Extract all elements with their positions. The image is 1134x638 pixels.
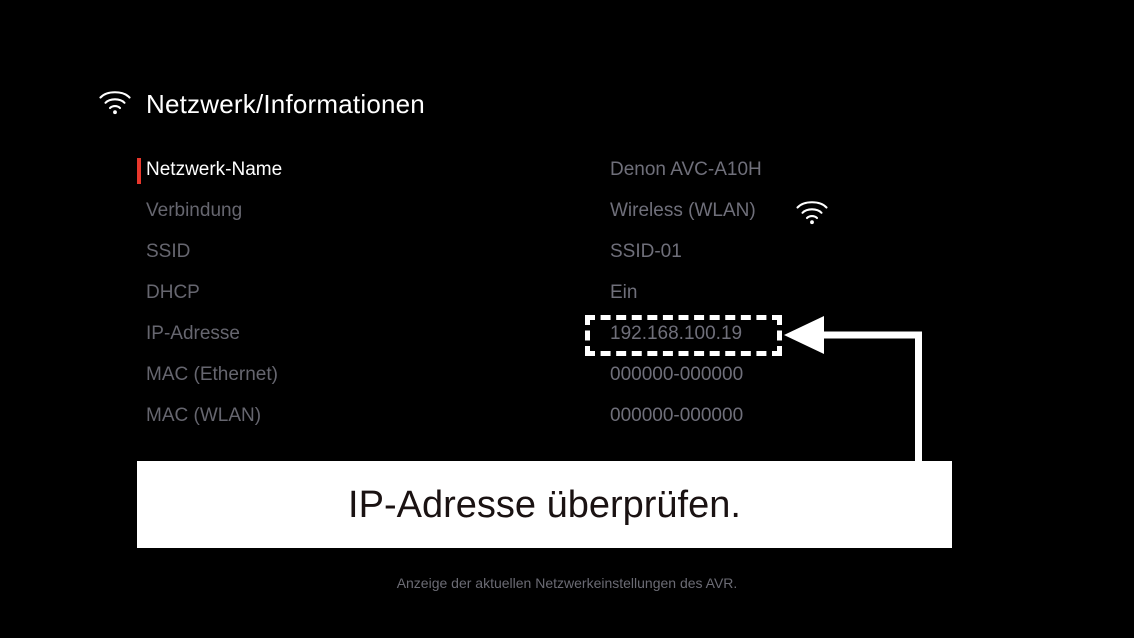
- row-value: 192.168.100.19: [610, 323, 743, 344]
- row-label: MAC (WLAN): [146, 405, 262, 426]
- wifi-icon: [98, 89, 132, 120]
- selection-marker: [137, 158, 141, 184]
- row-label: Verbindung: [146, 200, 243, 221]
- row-value: 000000-000000: [610, 405, 744, 426]
- row-value: Wireless (WLAN): [610, 200, 756, 221]
- row-value: SSID-01: [610, 241, 682, 262]
- row-label: DHCP: [146, 282, 200, 303]
- row-label: SSID: [146, 241, 191, 262]
- row-value: 000000-000000: [610, 364, 744, 385]
- row-label: Netzwerk-Name: [146, 159, 283, 180]
- callout-text: IP-Adresse überprüfen.: [348, 483, 741, 526]
- table-row[interactable]: MAC (Ethernet) 000000-000000: [137, 362, 977, 403]
- footer-text: Anzeige der aktuellen Netzwerkeinstellun…: [396, 575, 738, 591]
- table-row[interactable]: MAC (WLAN) 000000-000000: [137, 403, 977, 444]
- table-row[interactable]: SSID SSID-01: [137, 239, 977, 280]
- callout-banner: IP-Adresse überprüfen.: [137, 461, 952, 548]
- table-row[interactable]: Netzwerk-Name Denon AVC-A10H: [137, 157, 977, 198]
- footer: Anzeige der aktuellen Netzwerkeinstellun…: [0, 575, 1134, 593]
- wifi-icon: [795, 199, 829, 230]
- table-row[interactable]: Verbindung Wireless (WLAN): [137, 198, 977, 239]
- page-title: Netzwerk/Informationen: [146, 89, 425, 119]
- table-row[interactable]: DHCP Ein: [137, 280, 977, 321]
- row-label: MAC (Ethernet): [146, 364, 278, 385]
- table-row[interactable]: IP-Adresse 192.168.100.19: [137, 321, 977, 362]
- page-header: Netzwerk/Informationen: [98, 86, 425, 122]
- network-info-table: Netzwerk-Name Denon AVC-A10H Verbindung …: [137, 157, 977, 444]
- row-value: Ein: [610, 282, 638, 303]
- row-value: Denon AVC-A10H: [610, 159, 762, 180]
- row-label: IP-Adresse: [146, 323, 240, 344]
